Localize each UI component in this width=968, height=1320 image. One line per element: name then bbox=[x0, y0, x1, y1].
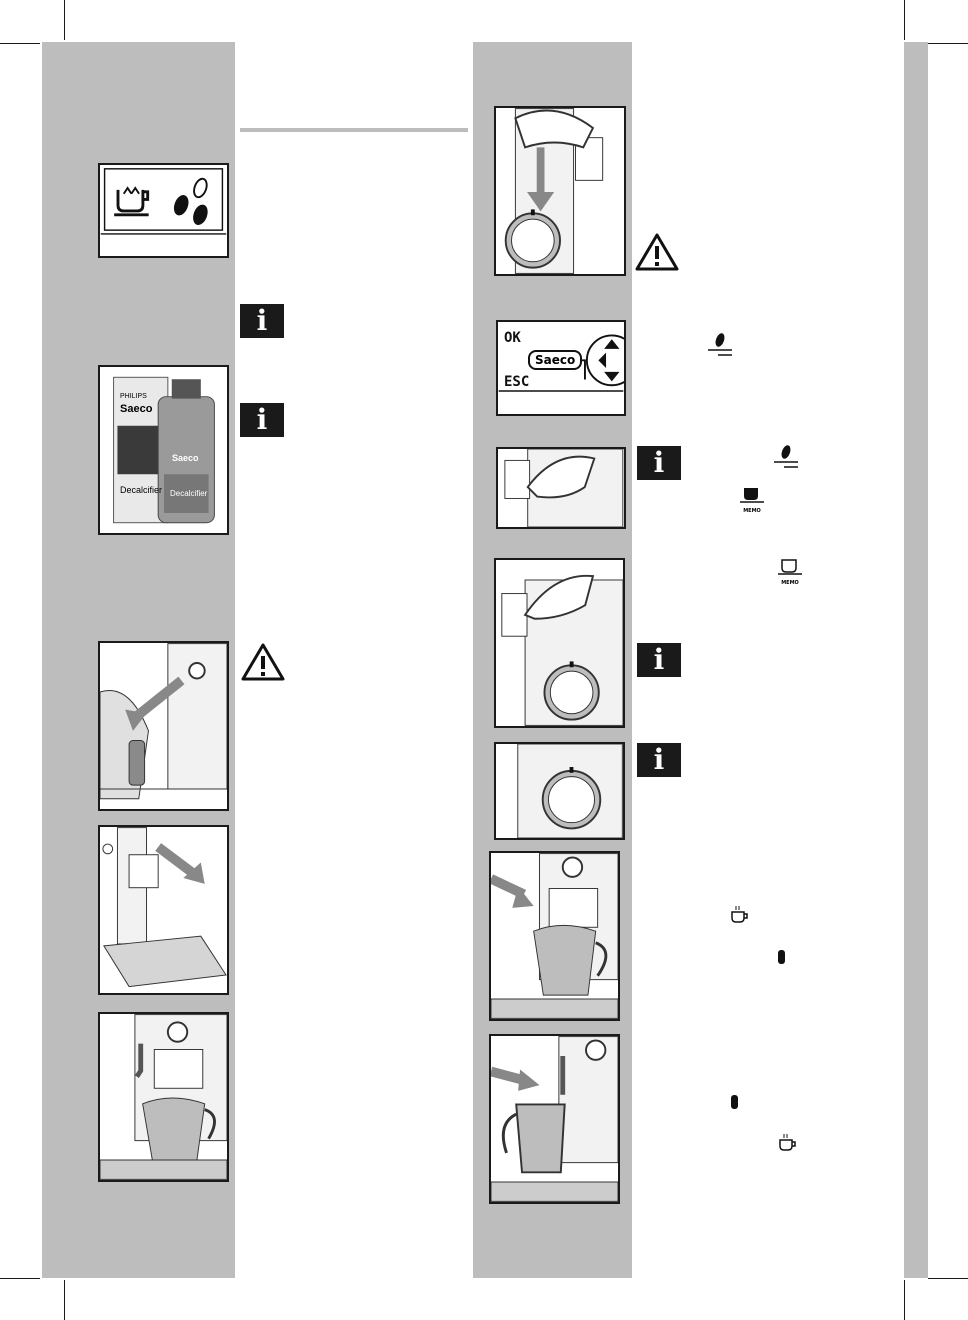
cup-steam-image bbox=[489, 851, 620, 1021]
steam-cup-icon bbox=[779, 1134, 796, 1151]
crop-mark bbox=[928, 43, 968, 44]
press-memo-button-image bbox=[496, 447, 626, 529]
press-button-image bbox=[494, 106, 626, 276]
lcd-esc-label: ESC bbox=[504, 374, 530, 390]
decalcifier-product-image: PHILIPS Saeco Decalcifier Saeco Decalcif… bbox=[98, 365, 229, 535]
warning-icon bbox=[635, 233, 679, 271]
coffee-bean-icon bbox=[708, 333, 732, 356]
warning-icon bbox=[241, 643, 285, 681]
crop-mark bbox=[64, 1280, 65, 1320]
box-brand: Saeco bbox=[120, 403, 153, 415]
lcd-saeco-label: Saeco bbox=[528, 350, 583, 370]
crop-mark bbox=[904, 0, 905, 40]
info-icon: i bbox=[240, 304, 284, 338]
memo-label: MEMO bbox=[781, 580, 799, 586]
box-brand-top: PHILIPS bbox=[120, 393, 147, 400]
crop-mark bbox=[0, 43, 40, 44]
info-icon: i bbox=[240, 403, 284, 437]
steam-cup-icon bbox=[731, 906, 748, 923]
crop-mark bbox=[904, 1280, 905, 1320]
memo-label: MEMO bbox=[743, 508, 761, 514]
bottle-product: Decalcifier bbox=[170, 489, 208, 498]
box-product: Decalcifier bbox=[120, 485, 163, 495]
selector-knob-image bbox=[494, 742, 625, 840]
info-icon: i bbox=[637, 446, 681, 480]
cup-memo-icon: MEMO bbox=[738, 484, 766, 514]
lcd-ok-esc-display: OK ESC Saeco bbox=[496, 320, 626, 416]
knob-indicator-icon bbox=[778, 950, 785, 964]
cup-memo-icon: MEMO bbox=[776, 556, 804, 586]
info-icon: i bbox=[637, 743, 681, 777]
section-header-rule bbox=[240, 128, 468, 132]
remove-drip-tray-image bbox=[98, 825, 229, 995]
knob-indicator-icon bbox=[731, 1095, 738, 1109]
crop-mark bbox=[64, 0, 65, 40]
coffee-bean-icon bbox=[173, 177, 208, 225]
crop-mark bbox=[0, 1278, 40, 1279]
lcd-ok-label: OK bbox=[504, 330, 521, 346]
press-memo-large-image bbox=[494, 558, 625, 728]
descale-icon bbox=[114, 186, 150, 217]
right-edge-band bbox=[904, 42, 928, 1278]
jug-steam-image bbox=[489, 1034, 620, 1204]
bottle-brand: Saeco bbox=[172, 453, 199, 463]
crop-mark bbox=[928, 1278, 968, 1279]
cup-under-wand-image bbox=[98, 1012, 229, 1182]
info-icon: i bbox=[637, 643, 681, 677]
descale-display-image bbox=[98, 163, 229, 258]
coffee-bean-icon bbox=[774, 445, 798, 468]
remove-steam-wand-image bbox=[98, 641, 229, 811]
